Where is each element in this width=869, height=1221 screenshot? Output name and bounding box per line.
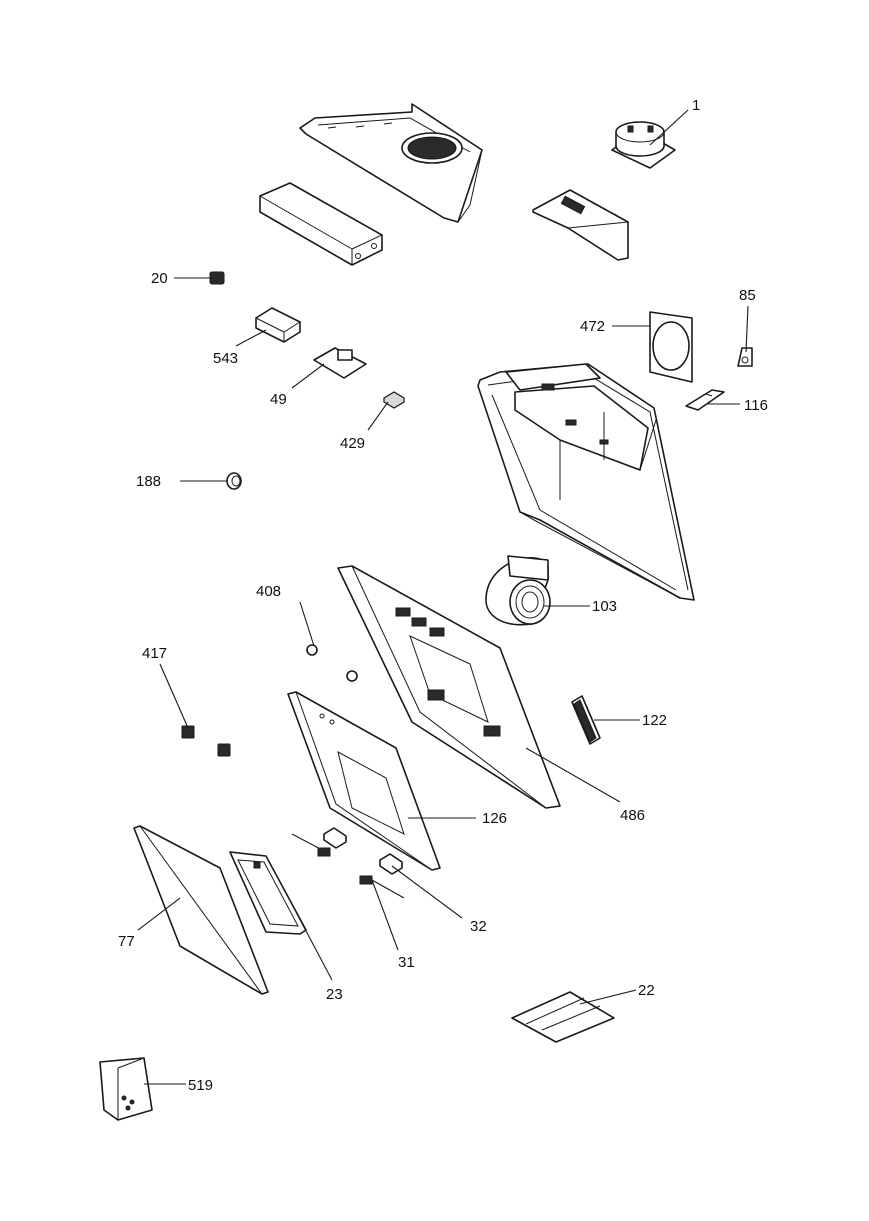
label-32: 32 xyxy=(470,918,487,935)
leader-lines xyxy=(137,109,749,1085)
main-hood-body xyxy=(477,363,695,601)
part-486-front-panel xyxy=(337,565,561,809)
label-126: 126 xyxy=(482,810,507,827)
part-49-board xyxy=(313,347,367,379)
label-417: 417 xyxy=(142,645,167,662)
label-49: 49 xyxy=(270,391,287,408)
label-77: 77 xyxy=(118,933,135,950)
part-22-filter-pads xyxy=(511,991,615,1043)
part-23-filter xyxy=(229,851,307,935)
part-85-bracket xyxy=(737,347,753,367)
part-543-box xyxy=(255,307,301,343)
label-188: 188 xyxy=(136,473,161,490)
label-543: 543 xyxy=(213,350,238,367)
part-417-clips xyxy=(181,725,231,757)
label-85: 85 xyxy=(739,287,756,304)
part-122-handle xyxy=(571,695,601,745)
label-472: 472 xyxy=(580,318,605,335)
part-408-screw xyxy=(306,644,358,682)
callout-labels: 1 20 543 49 429 188 85 472 116 103 408 4… xyxy=(118,97,768,1094)
top-canopy-plate xyxy=(299,103,483,223)
transformer-box xyxy=(259,182,383,266)
label-23: 23 xyxy=(326,986,343,1003)
part-77-glass xyxy=(133,825,269,995)
label-31: 31 xyxy=(398,954,415,971)
label-429: 429 xyxy=(340,435,365,452)
adapter-plate xyxy=(532,189,629,261)
part-472-gasket xyxy=(649,311,693,383)
part-31-cable xyxy=(291,833,405,899)
label-22: 22 xyxy=(638,982,655,999)
label-20: 20 xyxy=(151,270,168,287)
label-116: 116 xyxy=(744,397,768,414)
label-519: 519 xyxy=(188,1077,213,1094)
label-122: 122 xyxy=(642,712,667,729)
part-20-clip xyxy=(209,271,225,285)
part-116-rail xyxy=(685,389,725,411)
outlet-collar xyxy=(611,121,676,169)
label-103: 103 xyxy=(592,598,617,615)
part-103-blower xyxy=(485,555,551,626)
part-126-inner-panel xyxy=(287,691,441,871)
part-188-knob xyxy=(226,472,242,490)
label-408: 408 xyxy=(256,583,281,600)
label-486: 486 xyxy=(620,807,645,824)
label-1: 1 xyxy=(692,97,700,114)
part-519-bag xyxy=(99,1057,153,1121)
part-429-button xyxy=(383,391,405,409)
